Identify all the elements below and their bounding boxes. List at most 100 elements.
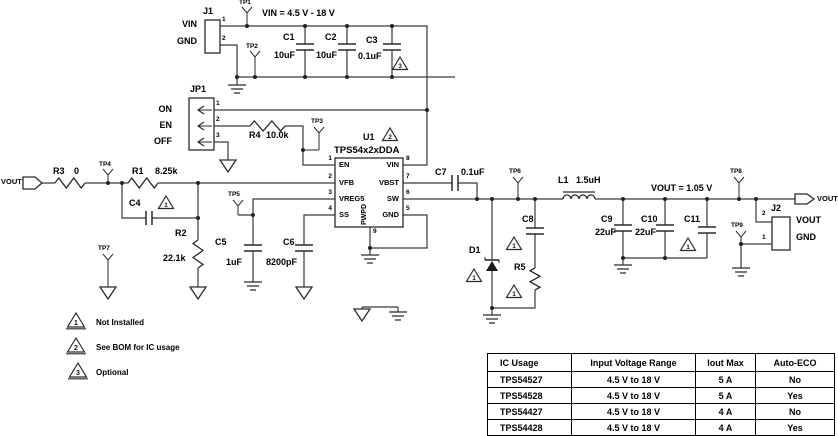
ground-symbol [361, 254, 379, 264]
table-cell: Yes [755, 387, 835, 404]
vin-net-label: VIN = 4.5 V - 18 V [262, 8, 335, 18]
c3-ref: C3 [366, 35, 378, 45]
u1-pin-number: 5 [406, 205, 410, 212]
j2-connector-symbol [771, 216, 791, 251]
u1-pin-name-vbst: VBST [378, 178, 399, 187]
c9-ref: C9 [601, 214, 613, 224]
u1-pin-number: 3 [328, 189, 332, 196]
d1-ref: D1 [469, 245, 481, 255]
table-header-input-voltage-range: Input Voltage Range [571, 353, 696, 372]
u1-pin-name-vreg5: VREG5 [339, 194, 365, 203]
j2-pin-label-vout: VOUT [796, 215, 822, 225]
testpoint-tp5-symbol [232, 199, 244, 215]
c6-ref: C6 [283, 237, 295, 247]
port-flag-vout-out [794, 193, 816, 205]
note-legend-flag-1: 1 [66, 311, 86, 330]
u1-ic-symbol [334, 157, 404, 228]
flag-number: 2 [74, 345, 78, 352]
note-legend-flag-2: 2 [66, 336, 86, 355]
c6-value: 8200pF [266, 257, 298, 267]
testpoint-tp4-symbol [102, 168, 114, 183]
r1-ref: R1 [132, 166, 144, 176]
r2-value: 22.1k [163, 253, 186, 263]
capacitor-c8-symbol [526, 227, 544, 235]
testpoint-tp8-symbol [733, 176, 745, 199]
c1-ref: C1 [283, 32, 295, 42]
port-flag-vout-in [22, 176, 43, 190]
testpoint-tp1-symbol [241, 6, 253, 26]
vout-port-out-label: VOUT [817, 194, 838, 203]
l1-value: 1.5uH [576, 175, 601, 185]
table-header-iout-max: Iout Max [695, 353, 756, 372]
testpoint-tp6-label: TP6 [509, 168, 521, 175]
jp1-label-off: OFF [154, 136, 172, 146]
flag-number: 1 [512, 243, 516, 250]
table-cell: TPS54427 [487, 403, 572, 420]
triangle-ground-symbol [294, 286, 314, 301]
ground-symbol [228, 84, 246, 94]
u1-pin-number: 7 [406, 173, 410, 180]
u1-pin-name-pwpd: PWPD [361, 204, 368, 225]
testpoint-tp9-label: TP9 [731, 222, 743, 229]
resistor-r3-symbol [54, 176, 86, 190]
jp1-label-on: ON [158, 104, 173, 114]
u1-ref: U1 [363, 132, 375, 142]
table-cell: No [755, 371, 835, 388]
ground-symbol [389, 311, 407, 321]
c7-ref: C7 [435, 167, 447, 177]
r2-ref: R2 [175, 228, 187, 238]
resistor-r2-symbol [191, 239, 205, 269]
note-flag-c8: 1 [505, 235, 523, 251]
flag-number: 1 [74, 320, 78, 327]
capacitor-c9-symbol [614, 224, 632, 232]
resistor-r5-symbol [528, 267, 542, 291]
j1-pin-number: 1 [222, 16, 226, 23]
j1-ref: J1 [203, 6, 214, 16]
u1-pin-name-vin: VIN [386, 160, 399, 169]
note-legend-flag-3: 3 [68, 361, 88, 380]
ic-usage-table: IC Usage Input Voltage Range Iout Max Au… [487, 353, 835, 436]
table-cell: Yes [755, 419, 835, 436]
flag-number: 1 [686, 244, 690, 251]
jp1-pin-number: 1 [216, 100, 220, 107]
jp1-ref: JP1 [190, 84, 207, 94]
capacitor-c10-symbol [656, 224, 674, 232]
c3-value: 0.1uF [358, 51, 382, 61]
wire-c8-r5 [492, 199, 536, 309]
wire-gnd-pin [369, 214, 428, 255]
ground-symbol [483, 314, 501, 324]
vout-net-label: VOUT = 1.05 V [651, 183, 713, 193]
table-row: TPS54527 4.5 V to 18 V 5 A No [487, 371, 835, 388]
c7-value: 0.1uF [461, 167, 485, 177]
flag-number: 3 [398, 63, 402, 70]
testpoint-tp7-label: TP7 [98, 245, 110, 252]
u1-pin-name-vfb: VFB [339, 178, 354, 187]
note-text-3: Optional [96, 368, 129, 377]
note-flag-c11: 1 [679, 236, 697, 252]
flag-number: 1 [472, 275, 476, 282]
wire-vreg5 [238, 198, 335, 282]
c2-ref: C2 [325, 32, 337, 42]
table-header-auto-eco: Auto-ECO [755, 353, 835, 372]
note-flag-c3: 3 [391, 55, 409, 71]
u1-pin-number: 4 [328, 205, 332, 212]
j1-pin-number: 2 [222, 35, 226, 42]
table-cell: TPS54527 [487, 371, 572, 388]
testpoint-tp4-label: TP4 [99, 161, 111, 168]
capacitor-c11-symbol [698, 226, 716, 234]
vout-port-in-label: VOUT [1, 177, 22, 186]
note-text-2: See BOM for IC usage [96, 343, 180, 352]
capacitor-c6-symbol [295, 244, 313, 252]
note-flag-u1: 2 [381, 126, 399, 142]
table-row: TPS54427 4.5 V to 18 V 4 A No [487, 403, 835, 420]
r3-ref: R3 [53, 166, 65, 176]
wire-ss [303, 214, 335, 287]
table-cell: 4.5 V to 18 V [571, 387, 696, 404]
u1-pin-number: 8 [406, 155, 410, 162]
wire-vbst-c7 [403, 182, 478, 199]
j2-pin-number: 1 [762, 234, 766, 241]
u1-pin-name-ss: SS [339, 210, 350, 219]
note-text-1: Not Installed [96, 318, 145, 327]
table-cell: 5 A [695, 387, 756, 404]
